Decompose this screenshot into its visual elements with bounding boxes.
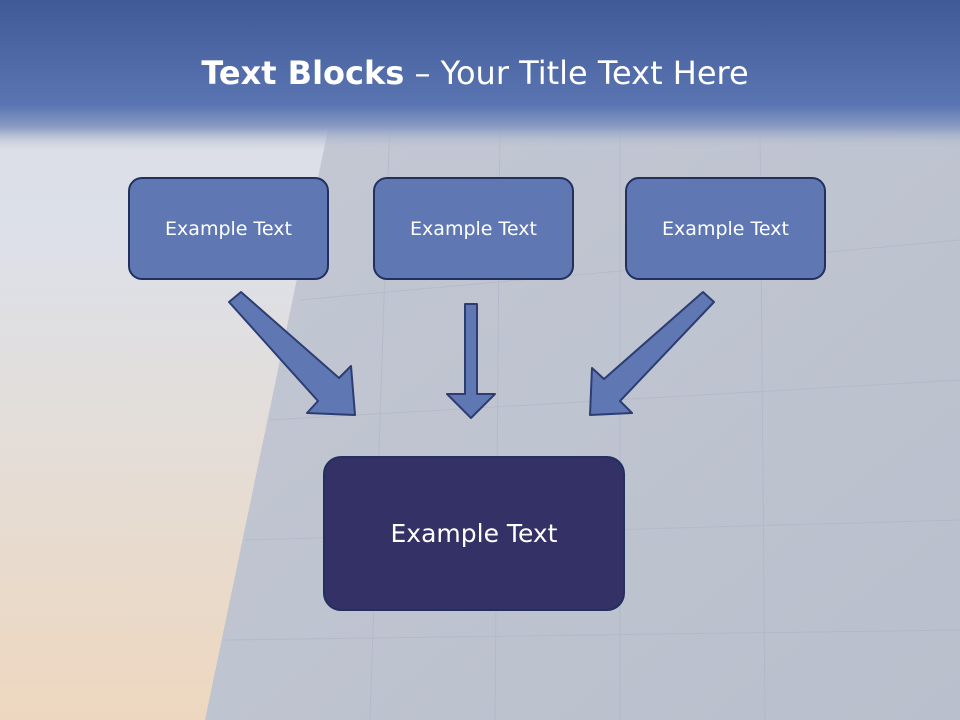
slide-title: Text Blocks – Your Title Text Here xyxy=(0,54,960,92)
title-bold: Text Blocks xyxy=(201,54,405,92)
arrow-left xyxy=(228,291,356,416)
text-block-3: Example Text xyxy=(625,177,826,280)
title-rest: – Your Title Text Here xyxy=(404,54,749,92)
text-block-2: Example Text xyxy=(373,177,574,280)
title-band xyxy=(0,0,960,150)
arrow-center xyxy=(446,303,496,419)
text-block-1: Example Text xyxy=(128,177,329,280)
arrow-right xyxy=(589,291,715,416)
main-text-block: Example Text xyxy=(323,456,625,611)
